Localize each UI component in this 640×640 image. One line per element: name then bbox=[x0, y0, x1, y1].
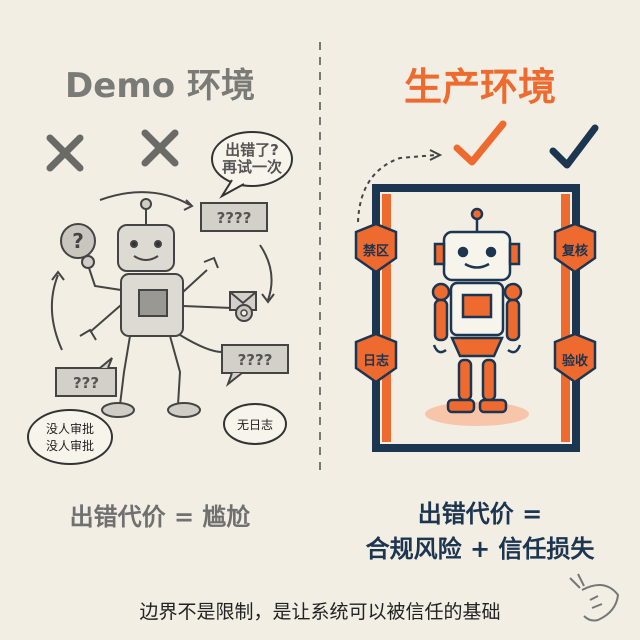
svg-text:禁区: 禁区 bbox=[363, 243, 389, 259]
retry-line1: 出错了? bbox=[225, 141, 279, 159]
production-cost: 出错代价 = 合规风险 + 信任损失 bbox=[366, 497, 595, 567]
note-no-approval: 没人审批 没人审批 bbox=[27, 409, 113, 465]
svg-text:???: ??? bbox=[73, 374, 99, 392]
demo-robot bbox=[79, 198, 233, 418]
dashed-arrow bbox=[357, 154, 437, 223]
boundary-rail-left bbox=[382, 194, 391, 442]
production-robot bbox=[425, 207, 529, 426]
question-bubble: ???? bbox=[200, 202, 268, 232]
svg-text:复核: 复核 bbox=[561, 243, 588, 259]
svg-text:????: ???? bbox=[217, 209, 252, 227]
no-approval-line1: 没人审批 bbox=[46, 421, 94, 436]
demo-title: Demo 环境 bbox=[65, 66, 255, 106]
shield-tag: 禁区 bbox=[354, 222, 398, 274]
shield-tag: 复核 bbox=[553, 222, 597, 274]
check-icon bbox=[549, 124, 599, 169]
shield-tag: 日志 bbox=[354, 332, 398, 384]
retry-line2: 再试一次 bbox=[222, 158, 282, 176]
svg-text:?: ? bbox=[72, 229, 84, 253]
chaos-arrows bbox=[50, 191, 275, 353]
cross-icon bbox=[46, 134, 84, 172]
svg-text:????: ???? bbox=[238, 351, 273, 369]
question-circle: ? bbox=[60, 223, 96, 259]
no-approval-line2: 没人审批 bbox=[46, 438, 94, 453]
check-icon bbox=[453, 120, 507, 166]
question-bubble: ??? bbox=[55, 357, 117, 397]
cross-icon bbox=[141, 129, 179, 167]
production-cost-line2: 合规风险 + 信任损失 bbox=[365, 534, 595, 563]
boundary-frame bbox=[372, 184, 580, 452]
note-no-log: 无日志 bbox=[223, 403, 287, 445]
svg-text:验收: 验收 bbox=[562, 353, 589, 369]
production-title: 生产环境 bbox=[403, 65, 557, 109]
footer-slogan: 边界不是限制，是让系统可以被信任的基础 bbox=[139, 601, 501, 623]
arrow-head bbox=[429, 149, 443, 161]
question-bubble: ???? bbox=[221, 344, 289, 387]
svg-text:无日志: 无日志 bbox=[237, 418, 273, 432]
shrimp-logo bbox=[569, 573, 620, 622]
shield-tag: 验收 bbox=[553, 332, 597, 384]
gear-icon bbox=[235, 304, 253, 322]
demo-cost: 出错代价 = 尴尬 bbox=[69, 503, 251, 531]
boundary-rail-right bbox=[561, 194, 570, 442]
svg-text:日志: 日志 bbox=[363, 353, 389, 369]
speech-bubble-retry: 出错了? 再试一次 bbox=[211, 131, 293, 199]
production-cost-line1: 出错代价 = bbox=[417, 500, 543, 528]
